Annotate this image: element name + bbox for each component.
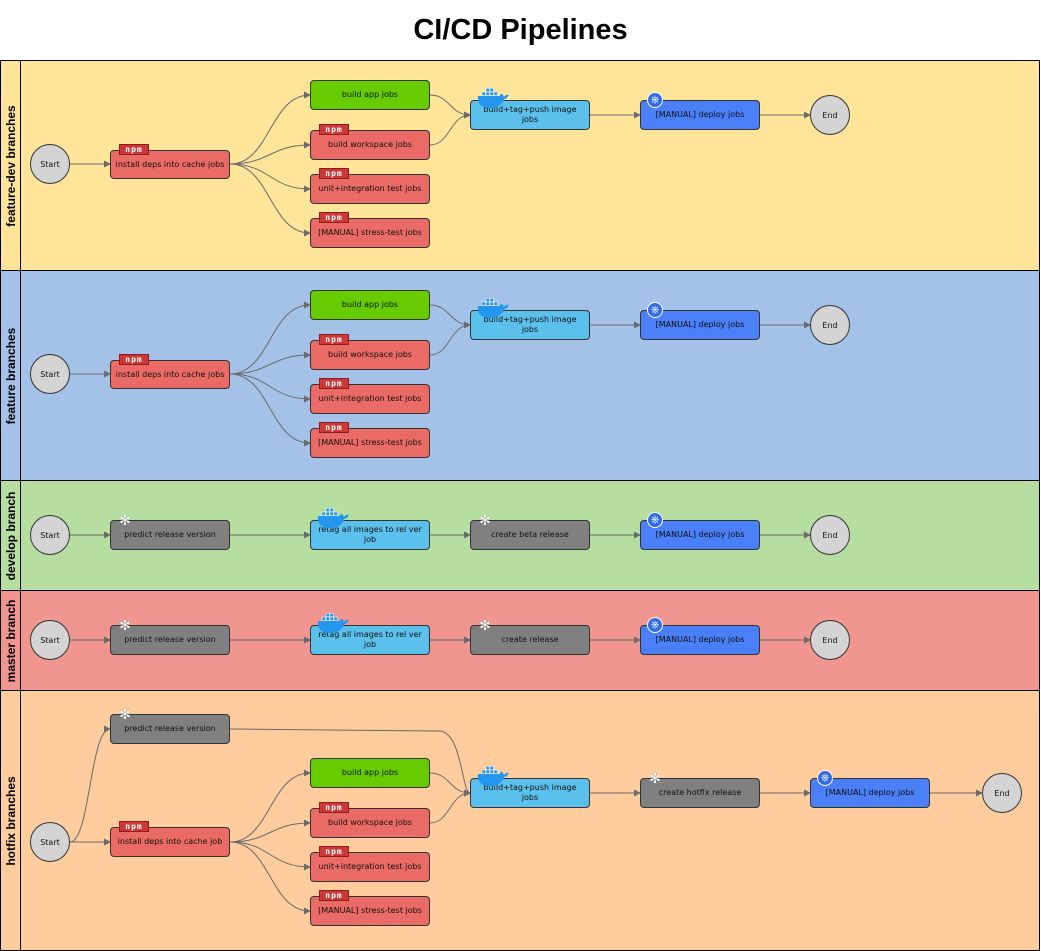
- end-node: End: [982, 773, 1022, 813]
- release-icon: ✻: [649, 771, 661, 787]
- docker-icon: [477, 766, 509, 786]
- end-node: End: [810, 95, 850, 135]
- release-icon: ✻: [119, 513, 131, 529]
- lane-label: feature-dev branches: [4, 104, 18, 227]
- test-node: unit+integration test jobs: [310, 852, 430, 882]
- release-icon: ✻: [119, 707, 131, 723]
- end-node: End: [810, 305, 850, 345]
- create-release-node: create release: [470, 625, 590, 655]
- docker-icon: [477, 88, 509, 108]
- build-workspace-node: build workspace jobs: [310, 340, 430, 370]
- docker-icon: [317, 508, 349, 528]
- lane-label: develop branch: [4, 491, 18, 580]
- npm-icon: npm: [319, 802, 349, 813]
- release-icon: ✻: [479, 618, 491, 634]
- npm-icon: npm: [319, 334, 349, 345]
- npm-icon: npm: [319, 212, 349, 223]
- deploy-node: [MANUAL] deploy jobs: [640, 310, 760, 340]
- start-node: Start: [30, 822, 70, 862]
- release-icon: ✻: [119, 618, 131, 634]
- start-node: Start: [30, 620, 70, 660]
- build-workspace-node: build workspace jobs: [310, 130, 430, 160]
- kubernetes-icon: ⎈: [647, 617, 663, 633]
- test-node: unit+integration test jobs: [310, 174, 430, 204]
- image-node: build+tag+push image jobs: [470, 778, 590, 808]
- predict-release-node: predict release version: [110, 625, 230, 655]
- predict-release-node: predict release version: [110, 520, 230, 550]
- start-node: Start: [30, 515, 70, 555]
- npm-icon: npm: [319, 168, 349, 179]
- docker-icon: [317, 613, 349, 633]
- stress-test-node: [MANUAL] stress-test jobs: [310, 428, 430, 458]
- kubernetes-icon: ⎈: [817, 770, 833, 786]
- predict-release-node: predict release version: [110, 714, 230, 744]
- npm-icon: npm: [319, 378, 349, 389]
- release-icon: ✻: [479, 513, 491, 529]
- test-node: unit+integration test jobs: [310, 384, 430, 414]
- create-release-node: create beta release: [470, 520, 590, 550]
- start-node: Start: [30, 354, 70, 394]
- lane-header: hotfix branches: [1, 691, 21, 950]
- install-deps-node: install deps into cache job: [110, 827, 230, 857]
- npm-icon: npm: [319, 124, 349, 135]
- npm-icon: npm: [119, 354, 149, 365]
- npm-icon: npm: [319, 890, 349, 901]
- npm-icon: npm: [119, 144, 149, 155]
- build-app-node: build app jobs: [310, 290, 430, 320]
- kubernetes-icon: ⎈: [647, 512, 663, 528]
- lane-header: master branch: [1, 591, 21, 690]
- end-node: End: [810, 620, 850, 660]
- stress-test-node: [MANUAL] stress-test jobs: [310, 218, 430, 248]
- build-app-node: build app jobs: [310, 758, 430, 788]
- start-node: Start: [30, 144, 70, 184]
- lane-label: hotfix branches: [4, 775, 18, 866]
- lane-label: master branch: [4, 599, 18, 682]
- npm-icon: npm: [319, 422, 349, 433]
- lane-header: feature-dev branches: [1, 61, 21, 270]
- lane-header: feature branches: [1, 271, 21, 480]
- diagram-title: CI/CD Pipelines: [413, 14, 628, 46]
- build-workspace-node: build workspace jobs: [310, 808, 430, 838]
- create-release-node: create hotfix release: [640, 778, 760, 808]
- kubernetes-icon: ⎈: [647, 92, 663, 108]
- image-node: build+tag+push image jobs: [470, 310, 590, 340]
- docker-icon: [477, 298, 509, 318]
- npm-icon: npm: [119, 821, 149, 832]
- build-app-node: build app jobs: [310, 80, 430, 110]
- end-node: End: [810, 515, 850, 555]
- kubernetes-icon: ⎈: [647, 302, 663, 318]
- lane-label: feature branches: [4, 327, 18, 424]
- lane-header: develop branch: [1, 481, 21, 590]
- stress-test-node: [MANUAL] stress-test jobs: [310, 896, 430, 926]
- npm-icon: npm: [319, 846, 349, 857]
